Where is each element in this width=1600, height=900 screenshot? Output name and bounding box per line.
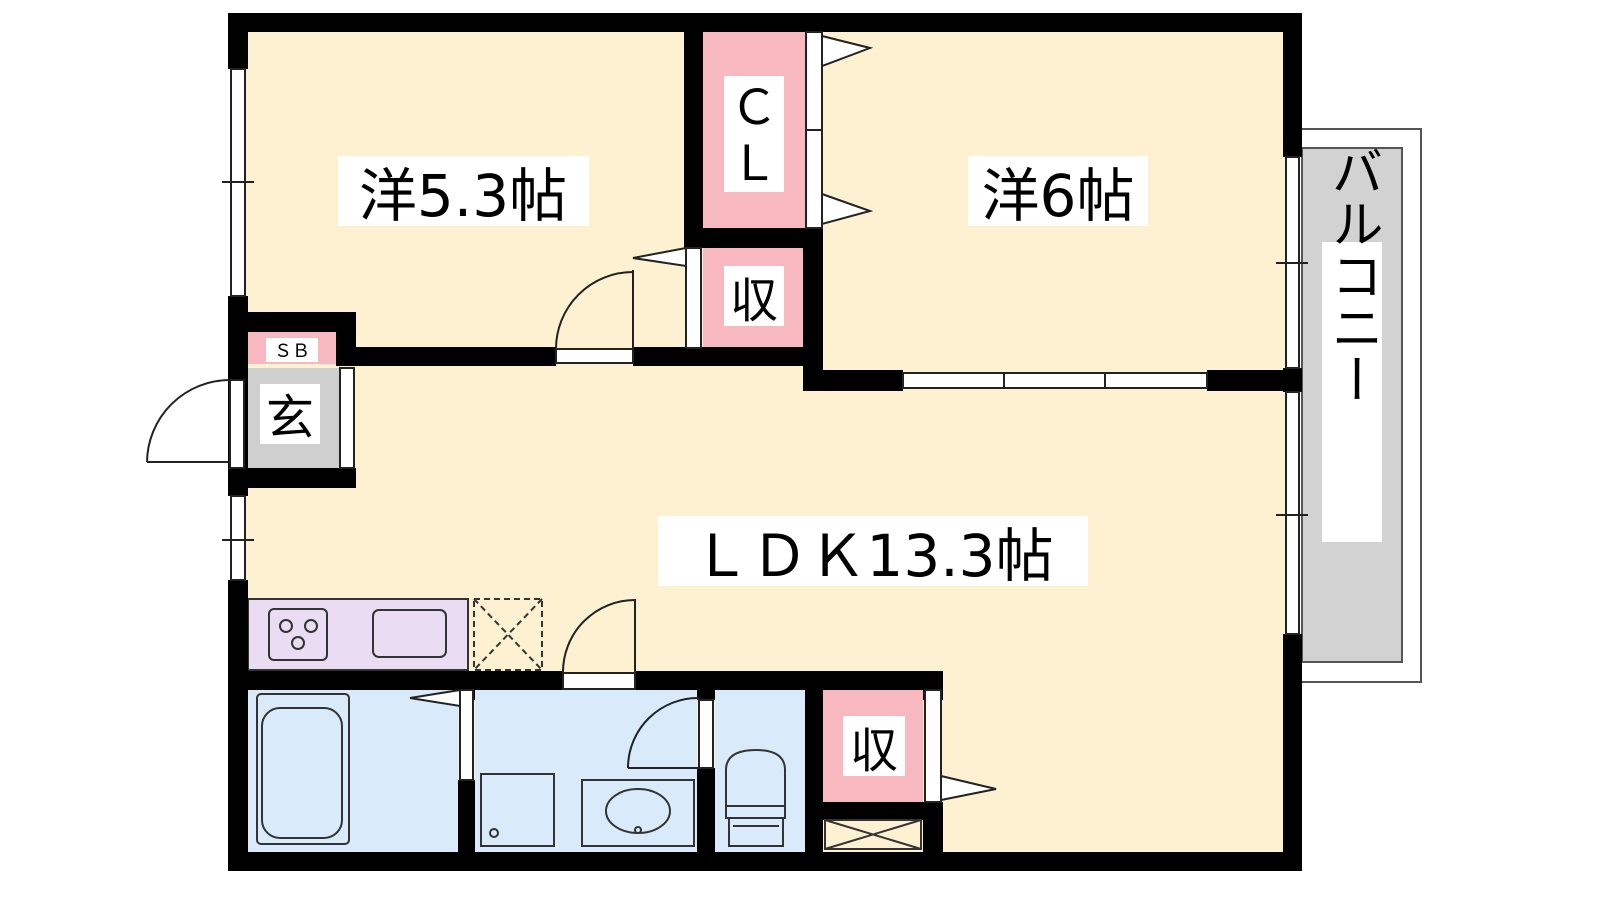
door-entrance [146, 379, 245, 469]
wall-wash-toilet-1 [697, 690, 715, 700]
wall-storage-right [803, 228, 823, 391]
wall-wet-top-2 [635, 671, 943, 690]
wall-roomA-bottom-2 [633, 347, 823, 366]
wall-top [228, 13, 1302, 32]
wall-sb-top [238, 312, 356, 332]
wall-entrance-bottom [238, 468, 356, 488]
room-label-closet-l: Ｌ [730, 136, 778, 192]
room-label-western-b: 洋6帖 [982, 162, 1135, 230]
wall-sb-right [336, 312, 356, 366]
wall-bottom [228, 852, 1302, 871]
windows [222, 68, 1308, 635]
room-label-entrance: 玄 [266, 390, 314, 446]
stove-icon [268, 608, 328, 661]
room-label-ldk: ＬＤＫ13.3帖 [692, 522, 1053, 590]
floor-fills [238, 22, 1422, 869]
room-label-storage-upper: 収 [730, 273, 778, 329]
room-label-closet-c: Ｃ [730, 80, 778, 136]
wall-wet-top-1 [238, 671, 563, 690]
wall-closet-left [684, 22, 703, 248]
toilet-icon [725, 748, 786, 847]
room-label-storage-lower: 収 [850, 723, 898, 779]
fridge-space-icon [473, 598, 543, 671]
wall-left-3 [228, 580, 248, 871]
entrance-step [339, 367, 355, 469]
room-label-western-a: 洋5.3帖 [359, 162, 567, 230]
wall-wash-toilet-2 [697, 768, 715, 860]
wall-storage-bottom [805, 802, 943, 820]
doors [146, 270, 714, 769]
wall-storage-right-lower-2 [923, 802, 943, 860]
wall-right-3 [1283, 634, 1302, 871]
wall-right-1 [1283, 13, 1302, 157]
door-room-a [555, 270, 634, 364]
wall-roomB-bottom-2 [1207, 370, 1302, 391]
fixtures [256, 598, 922, 850]
wall-closet-bottom [684, 228, 823, 248]
window-right-lower [1285, 391, 1300, 635]
walls [228, 13, 1302, 871]
kitchen-sink-icon [372, 609, 447, 658]
door-toilet [627, 696, 714, 769]
wall-toilet-storage [805, 690, 823, 860]
door-washroom [561, 599, 636, 690]
wash-basin-icon [581, 779, 695, 847]
room-label-balcony: バルコニー [1322, 145, 1382, 405]
sliding-doors [409, 31, 997, 803]
room-label-shoe-box: ＳＢ [274, 341, 310, 362]
bath-floor [248, 690, 458, 852]
storage-box-icon [824, 819, 922, 850]
wall-bath-wash-2 [458, 780, 475, 860]
wall-roomB-bottom-1 [803, 370, 903, 391]
window-roomB-ldk [902, 372, 1208, 389]
window-left-lower [230, 495, 246, 581]
wall-left-1 [228, 13, 248, 69]
washroom-floor [475, 690, 697, 852]
bathtub-icon [256, 693, 350, 845]
washing-machine-icon [480, 773, 555, 847]
wall-roomA-bottom-1 [336, 347, 556, 366]
room-labels: 洋5.3帖 洋6帖 ＬＤＫ13.3帖 Ｃ Ｌ 収 収 ＳＢ 玄 バルコニー [260, 76, 1382, 779]
